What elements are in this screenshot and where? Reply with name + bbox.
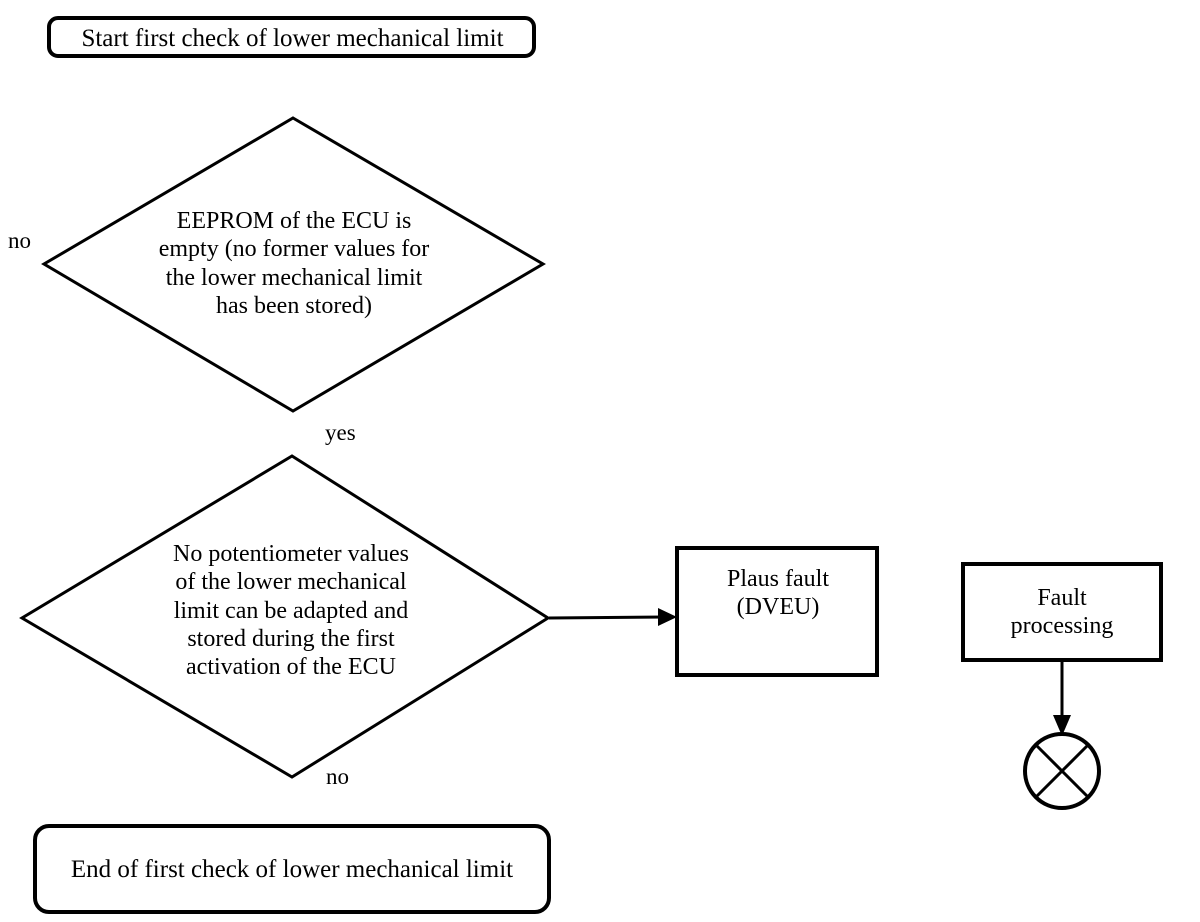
crossed-circle-stroke-b <box>1034 743 1090 799</box>
edge-label-eeprom-no: no <box>8 228 31 253</box>
eeprom-decision-shape[interactable] <box>41 116 546 413</box>
edge-fault-processing-to-end-arrowhead <box>1053 715 1071 736</box>
edge-potentiometer-to-plaus-fault <box>548 615 667 620</box>
plaus-fault-shape[interactable] <box>675 546 879 677</box>
edge-label-potentiometer-no: no <box>326 764 349 789</box>
end-terminator-shape[interactable] <box>33 824 551 914</box>
start-terminator-label: Start first check of lower mechanical li… <box>81 25 504 52</box>
start-terminator-shape[interactable] <box>47 16 536 58</box>
eeprom-decision-label: EEPROM of the ECU is empty (no former va… <box>158 208 430 319</box>
potentiometer-decision-shape[interactable] <box>19 454 551 779</box>
fault-processing-label: Fault processing <box>1010 585 1114 640</box>
plaus-fault-label: Plaus fault (DVEU) <box>727 566 829 621</box>
potentiometer-decision-label: No potentiometer values of the lower mec… <box>173 541 409 681</box>
edge-potentiometer-to-plaus-fault-arrowhead <box>658 608 677 626</box>
end-terminator-label: End of first check of lower mechanical l… <box>70 856 514 883</box>
fault-processing-shape[interactable] <box>961 562 1163 662</box>
edge-label-eeprom-yes: yes <box>325 420 356 445</box>
